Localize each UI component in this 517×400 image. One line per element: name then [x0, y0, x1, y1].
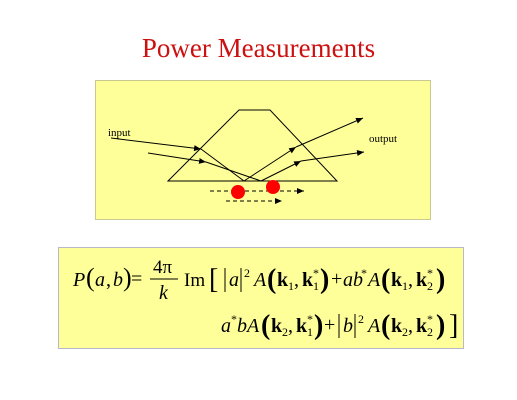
svg-text:k: k — [302, 269, 314, 291]
svg-text:(: ( — [86, 263, 95, 292]
svg-text:(: ( — [381, 264, 390, 295]
input-beam-1-continued — [200, 148, 245, 182]
im-operator: Im — [184, 270, 205, 291]
formula-panel: P ( a , b ) = 4π k Im [ a 2 A ( k 1 , k … — [58, 247, 464, 349]
svg-text:): ) — [314, 310, 323, 341]
svg-text:): ) — [436, 264, 445, 295]
svg-text:2: 2 — [427, 279, 433, 293]
diagram-panel: input output — [95, 80, 431, 220]
svg-text:a: a — [221, 315, 231, 337]
svg-text:b: b — [343, 315, 353, 337]
svg-text:*: * — [231, 312, 237, 326]
svg-text:,: , — [294, 269, 299, 291]
prism — [166, 109, 339, 182]
svg-text:1: 1 — [402, 279, 408, 293]
page-title: Power Measurements — [141, 33, 376, 63]
svg-text:): ) — [320, 264, 329, 295]
svg-text:2: 2 — [427, 325, 433, 339]
svg-text:A: A — [366, 315, 381, 337]
svg-text:,: , — [106, 269, 111, 291]
svg-text:(: ( — [381, 310, 390, 341]
right-bracket: ] — [449, 310, 458, 341]
power-formula: P ( a , b ) = 4π k Im [ a 2 A ( k 1 , k … — [72, 257, 458, 341]
svg-text:*: * — [361, 266, 367, 280]
svg-text:+: + — [331, 268, 342, 290]
svg-text:,: , — [408, 269, 413, 291]
svg-text:1: 1 — [307, 325, 313, 339]
svg-text:b: b — [113, 269, 123, 291]
svg-text:k: k — [416, 269, 428, 291]
svg-text:2: 2 — [402, 325, 408, 339]
output-label: output — [369, 133, 397, 145]
svg-text:A: A — [252, 269, 267, 291]
svg-text:*: * — [427, 312, 433, 326]
svg-text:+: + — [324, 314, 335, 336]
svg-text:*: * — [427, 266, 433, 280]
svg-text:,: , — [288, 315, 293, 337]
svg-text:k: k — [416, 315, 428, 337]
svg-text:2: 2 — [282, 325, 288, 339]
svg-text:*: * — [307, 312, 313, 326]
svg-text:bA: bA — [237, 315, 260, 337]
input-beam-2-continued — [205, 161, 262, 182]
svg-text:k: k — [391, 315, 403, 337]
input-label: input — [108, 127, 131, 139]
fraction-denominator: k — [159, 282, 169, 304]
input-beam-1 — [110, 137, 202, 152]
svg-text:2: 2 — [244, 266, 250, 280]
output-beam-2-inner — [260, 160, 302, 182]
output-beam-1 — [295, 117, 364, 148]
left-bracket: [ — [209, 264, 218, 295]
fraction-numerator: 4π — [153, 257, 173, 278]
svg-text:*: * — [313, 266, 319, 280]
output-beam-1-inner — [243, 146, 297, 182]
svg-text:a: a — [95, 269, 105, 291]
svg-text:ab: ab — [343, 269, 363, 291]
svg-text:=: = — [131, 268, 142, 290]
svg-text:): ) — [436, 310, 445, 341]
svg-text:k: k — [391, 269, 403, 291]
svg-text:k: k — [277, 269, 289, 291]
svg-text:1: 1 — [288, 279, 294, 293]
formula-lhs: P — [72, 269, 85, 291]
svg-text:(: ( — [261, 310, 270, 341]
svg-text:,: , — [408, 315, 413, 337]
svg-text:): ) — [123, 263, 132, 292]
output-beam-2 — [300, 150, 365, 162]
particle-2 — [266, 180, 280, 194]
svg-text:k: k — [296, 315, 308, 337]
svg-text:(: ( — [267, 264, 276, 295]
svg-text:k: k — [271, 315, 283, 337]
svg-text:a: a — [229, 269, 239, 291]
prism-diagram: input output — [108, 109, 397, 204]
input-beam-2 — [147, 152, 207, 164]
svg-text:2: 2 — [358, 312, 364, 326]
svg-text:1: 1 — [313, 279, 319, 293]
svg-text:A: A — [366, 269, 381, 291]
particle-1 — [231, 185, 245, 199]
